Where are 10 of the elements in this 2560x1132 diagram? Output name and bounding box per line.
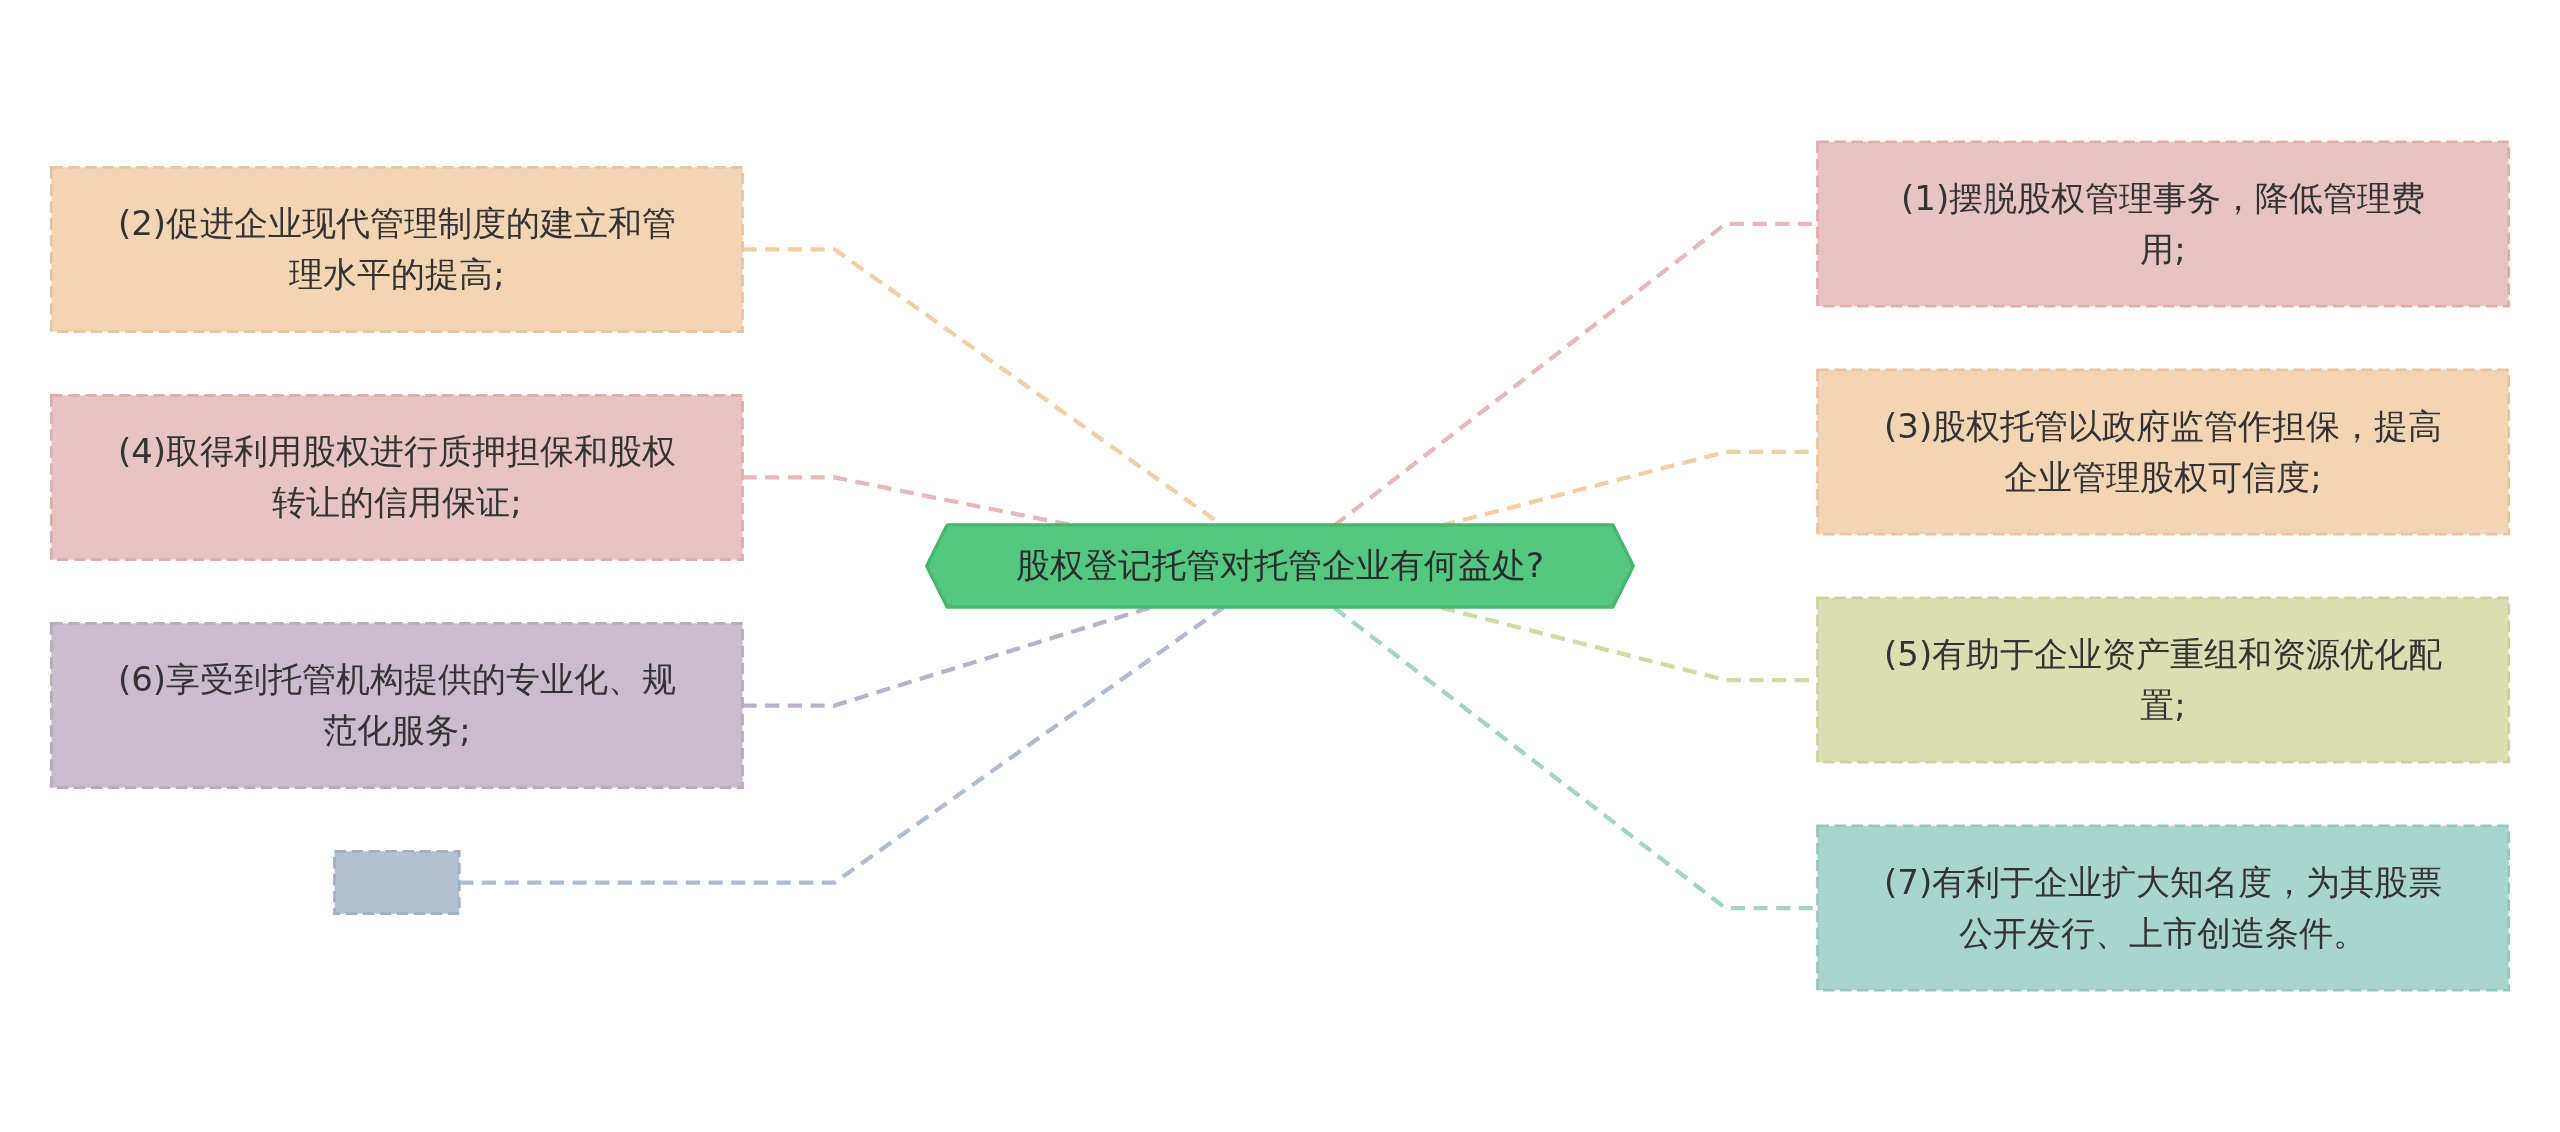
topic-hexagon: 股权登记托管对托管企业有何益处? bbox=[925, 523, 1635, 609]
point-box: (1)摆脱股权管理事务，降低管理费用; bbox=[1816, 140, 2511, 308]
connector-line bbox=[742, 605, 1151, 708]
point-box: (4)取得利用股权进行质押担保和股权转让的信用保证; bbox=[49, 393, 744, 562]
point-box: (3)股权托管以政府监管作担保，提高企业管理股权可信度; bbox=[1816, 368, 2511, 536]
point-box: (6)享受到托管机构提供的专业化、规范化服务; bbox=[49, 621, 744, 790]
point-box: (7)有利于企业扩大知名度，为其股票公开发行、上市创造条件。 bbox=[1816, 824, 2511, 992]
point-box: (2)促进企业现代管理制度的建立和管理水平的提高; bbox=[49, 165, 744, 333]
point-box: (5)有助于企业资产重组和资源优化配置; bbox=[1816, 596, 2511, 764]
point-box bbox=[333, 849, 461, 916]
